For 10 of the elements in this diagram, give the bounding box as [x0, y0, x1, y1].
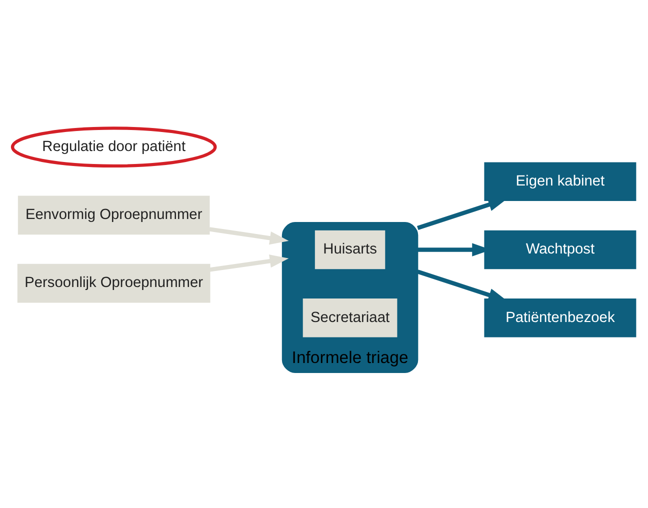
node-ellipse: Regulatie door patiënt [10, 126, 217, 167]
node-box: Persoonlijk Oproepnummer [17, 263, 210, 302]
node-box: Patiëntenbezoek [484, 298, 636, 337]
node-box: Eenvormig Oproepnummer [18, 195, 210, 234]
node-box: Huisarts [314, 230, 386, 269]
arrow [209, 254, 289, 272]
arrow [209, 226, 289, 244]
node-box: Secretariaat [302, 298, 398, 337]
node-box: Wachtpost [484, 230, 636, 269]
node-box: Eigen kabinet [484, 162, 636, 201]
